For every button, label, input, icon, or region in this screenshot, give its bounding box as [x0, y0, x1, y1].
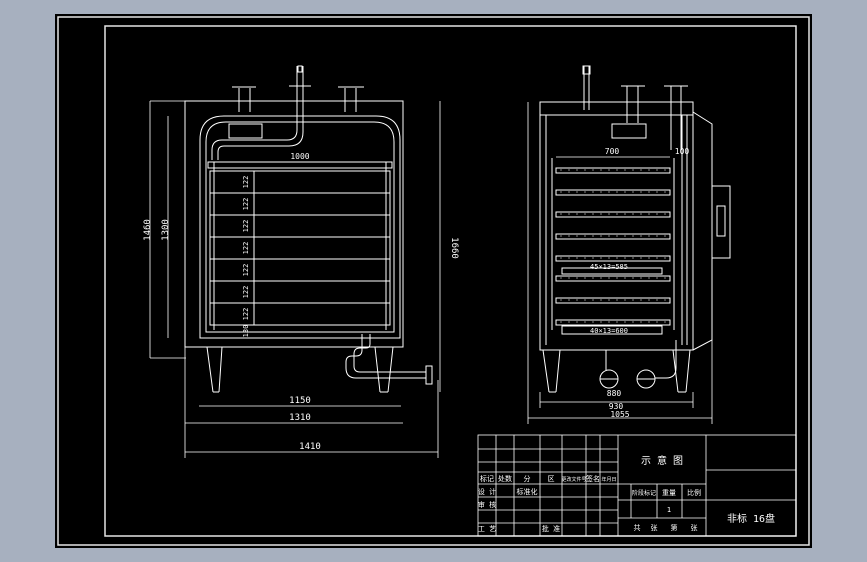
scale-value: 1: [667, 506, 671, 514]
shelf-pitch-labels: 122 122 122 122 122 122 122 130: [242, 176, 250, 338]
front-outer-casing: [184, 100, 404, 348]
label-process: 工 艺: [478, 525, 496, 533]
sheet-label: 张: [691, 523, 698, 532]
side-handle: [711, 185, 731, 259]
dim-880: 880: [607, 389, 622, 398]
dim-930: 930: [609, 402, 624, 411]
stage-label: 重量: [662, 489, 676, 497]
drawing-sheet: [55, 14, 812, 548]
side-top-fittings: [582, 65, 688, 150]
dim-tray-lower: 40×13=600: [590, 327, 628, 335]
label-design: 设 计: [478, 487, 496, 496]
dim-1150: 1150: [289, 396, 311, 406]
front-steam-pipe: [211, 86, 298, 160]
sheet-label: 张: [651, 523, 658, 532]
sheet-label: 第: [671, 523, 678, 532]
dim-1300: 1300: [161, 219, 171, 241]
title-block-label: 处数: [498, 474, 512, 483]
dim-1660: 1660: [449, 237, 459, 259]
label-standard: 标准化: [517, 487, 538, 496]
pitch-label: 122: [242, 308, 250, 321]
front-header-box: [228, 123, 263, 139]
side-left-leg: [542, 349, 561, 393]
front-shelf-set: [207, 161, 393, 330]
pitch-label: 122: [242, 242, 250, 255]
front-inner-chamber: [199, 115, 401, 339]
dim-1000: 1000: [290, 152, 309, 161]
front-left-leg: [206, 346, 223, 393]
title-block-label: 年月日: [601, 476, 616, 483]
stage-label: 比例: [687, 488, 701, 497]
label-check: 审 核: [478, 500, 496, 509]
side-dimensions: [527, 102, 713, 424]
side-shelf-holes: [560, 169, 666, 323]
pitch-label: 122: [242, 220, 250, 233]
pitch-label: 122: [242, 198, 250, 211]
pitch-label: 122: [242, 264, 250, 277]
front-dimensions: [149, 100, 441, 458]
title-block: [477, 434, 797, 537]
side-view: [539, 65, 731, 393]
front-drain-pipe: [345, 334, 426, 379]
dim-700: 700: [605, 147, 620, 156]
front-top-nozzles: [232, 65, 364, 112]
title-block-label: 分: [524, 474, 531, 483]
title-block-label: 更改文件号: [561, 476, 586, 483]
front-right-leg: [374, 346, 394, 393]
title-block-label: 区: [548, 475, 555, 483]
drawing-title: 示 意 图: [641, 454, 683, 467]
sheet-label: 共: [634, 523, 641, 532]
side-outer-casing: [539, 101, 694, 351]
title-block-label: 签名: [586, 474, 600, 483]
bottom-gap-label: 130: [242, 325, 250, 338]
pitch-label: 122: [242, 286, 250, 299]
dim-1055: 1055: [610, 410, 629, 419]
dim-tray-upper: 45×13=585: [590, 263, 628, 271]
front-view: [184, 65, 433, 393]
stage-label: 阶段标记: [632, 489, 656, 497]
title-block-label: 标记: [480, 474, 494, 483]
part-name: 非标 16盘: [727, 512, 775, 525]
dim-1410: 1410: [299, 442, 321, 452]
outer-frame: [57, 16, 810, 546]
dim-1460: 1460: [143, 219, 153, 241]
side-shelf-set: [551, 158, 675, 335]
label-approve: 批 准: [542, 524, 560, 533]
dim-100: 100: [675, 147, 690, 156]
pitch-label: 122: [242, 176, 250, 189]
inner-frame: [104, 25, 797, 537]
dim-1310: 1310: [289, 413, 311, 423]
